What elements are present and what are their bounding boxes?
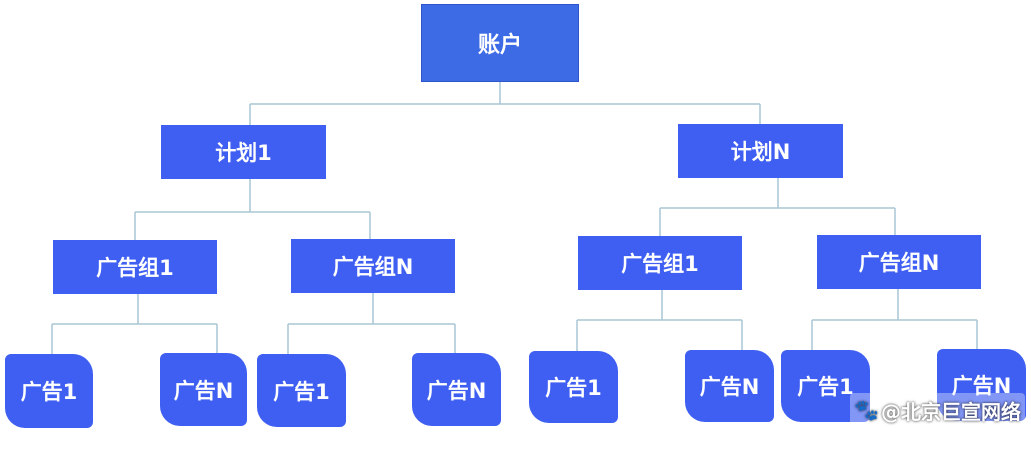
account-node: 账户	[421, 4, 579, 82]
plan-node-1: 计划1	[161, 125, 326, 179]
watermark: 🐾 @北京巨宣网络	[850, 393, 1025, 427]
ad-node: 广告N	[412, 353, 501, 426]
ad-node: 广告N	[937, 349, 1026, 421]
ad-group-node: 广告组1	[578, 236, 742, 290]
ad-node: 广告1	[5, 354, 93, 428]
ad-group-label: 广告组1	[96, 256, 174, 280]
ad-node: 广告N	[685, 350, 774, 422]
plan-label: 计划N	[730, 140, 791, 164]
ad-node: 广告1	[257, 354, 346, 427]
ad-label: 广告1	[797, 375, 854, 399]
ad-label: 广告1	[273, 379, 330, 404]
ad-label: 广告N	[173, 378, 234, 403]
ad-group-node: 广告组N	[817, 235, 981, 289]
account-label: 账户	[477, 33, 522, 58]
ad-node: 广告N	[160, 353, 247, 426]
plan-label: 计划1	[215, 141, 272, 165]
ad-label: 广告1	[20, 380, 78, 404]
ad-group-label: 广告组1	[621, 252, 699, 276]
ad-label: 广告N	[699, 375, 760, 399]
ad-node: 广告1	[529, 351, 618, 423]
ad-group-node: 广告组1	[53, 240, 217, 294]
ad-label: 广告N	[426, 378, 487, 403]
paw-icon: 🐾	[854, 398, 879, 422]
ad-group-label: 广告组N	[332, 255, 414, 279]
ad-group-node: 广告组N	[291, 239, 455, 293]
ad-node: 广告1	[781, 350, 870, 422]
ad-group-label: 广告组N	[858, 251, 940, 275]
ad-label: 广告N	[951, 374, 1012, 398]
ad-label: 广告1	[545, 376, 602, 400]
plan-node-n: 计划N	[678, 124, 843, 178]
watermark-text: @北京巨宣网络	[881, 399, 1021, 424]
